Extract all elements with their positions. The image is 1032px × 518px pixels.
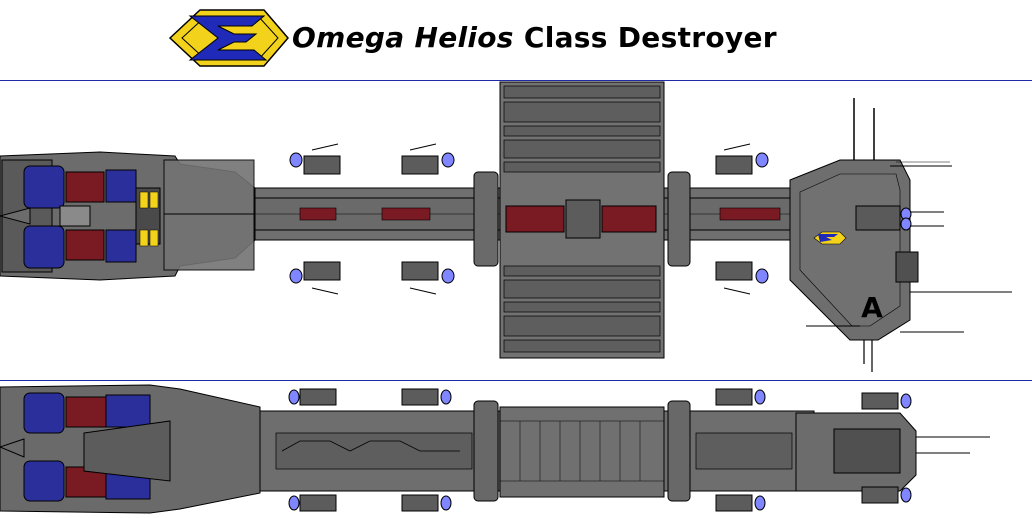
top-view-panel: A xyxy=(0,80,1032,381)
side-view-drawing xyxy=(0,384,990,514)
spine-windows-1 xyxy=(299,207,781,221)
title-suffix: Class Destroyer xyxy=(523,21,777,54)
side-view-panel xyxy=(0,381,1032,517)
hull-letter-marking: A xyxy=(861,291,883,324)
title-class-name: Omega Helios xyxy=(292,21,514,54)
spine-turrets xyxy=(289,152,769,284)
page-title: Omega Helios Class Destroyer xyxy=(292,18,777,58)
top-view-drawing xyxy=(0,81,1012,372)
header-bar: Omega Helios Class Destroyer xyxy=(0,0,1032,81)
bow-logo-icon xyxy=(813,231,847,245)
faction-logo-icon xyxy=(168,9,289,67)
title-area: Omega Helios Class Destroyer xyxy=(0,0,1032,80)
